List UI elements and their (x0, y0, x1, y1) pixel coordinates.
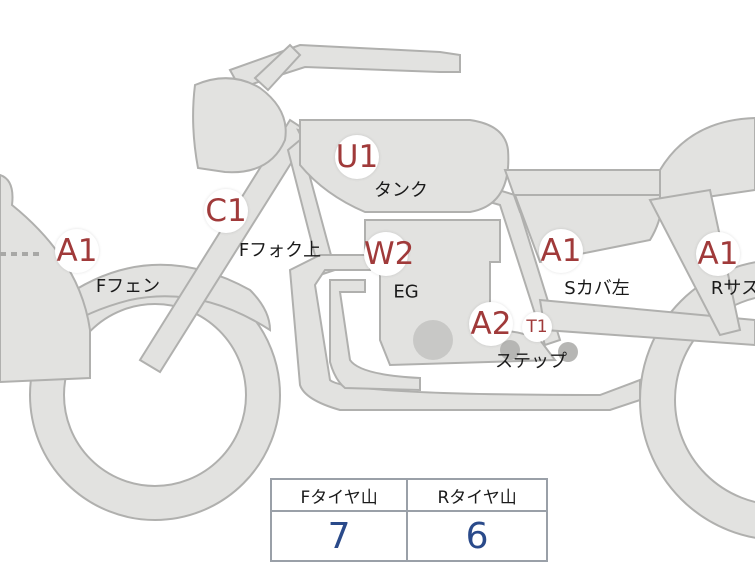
label-r-susp: Rサス (710, 278, 755, 299)
label-step: ステップ (495, 351, 567, 372)
grade-r-susp: A1 (696, 232, 740, 276)
front-tire-value: 7 (269, 510, 409, 562)
label-tank: タンク (374, 180, 428, 201)
headlight (192, 77, 287, 174)
tire-tread-table: Fタイヤ山 Rタイヤ山 7 6 (269, 478, 548, 562)
rear-tire-header: Rタイヤ山 (406, 478, 548, 512)
label-f-fork: Fフォク上 (238, 240, 322, 261)
tail-section (659, 116, 755, 207)
label-side-cover: Sカバ左 (564, 278, 630, 299)
side-cover (513, 194, 663, 264)
grade-step: A2 (469, 302, 513, 346)
rear-wheel (638, 261, 755, 539)
grade-step-t: T1 (522, 312, 552, 342)
exhaust (288, 254, 641, 411)
grade-f-fork: C1 (204, 189, 248, 233)
label-engine: EG (393, 281, 419, 303)
grade-side-cover: A1 (539, 229, 583, 273)
grade-engine: W2 (364, 232, 414, 276)
rear-tire-value: 6 (406, 510, 548, 562)
grade-f-fender: A1 (55, 229, 99, 273)
grade-tank: U1 (335, 135, 379, 179)
left-body (0, 173, 91, 384)
label-f-fender: Fフェン (95, 276, 161, 297)
front-tire-header: Fタイヤ山 (269, 478, 409, 512)
